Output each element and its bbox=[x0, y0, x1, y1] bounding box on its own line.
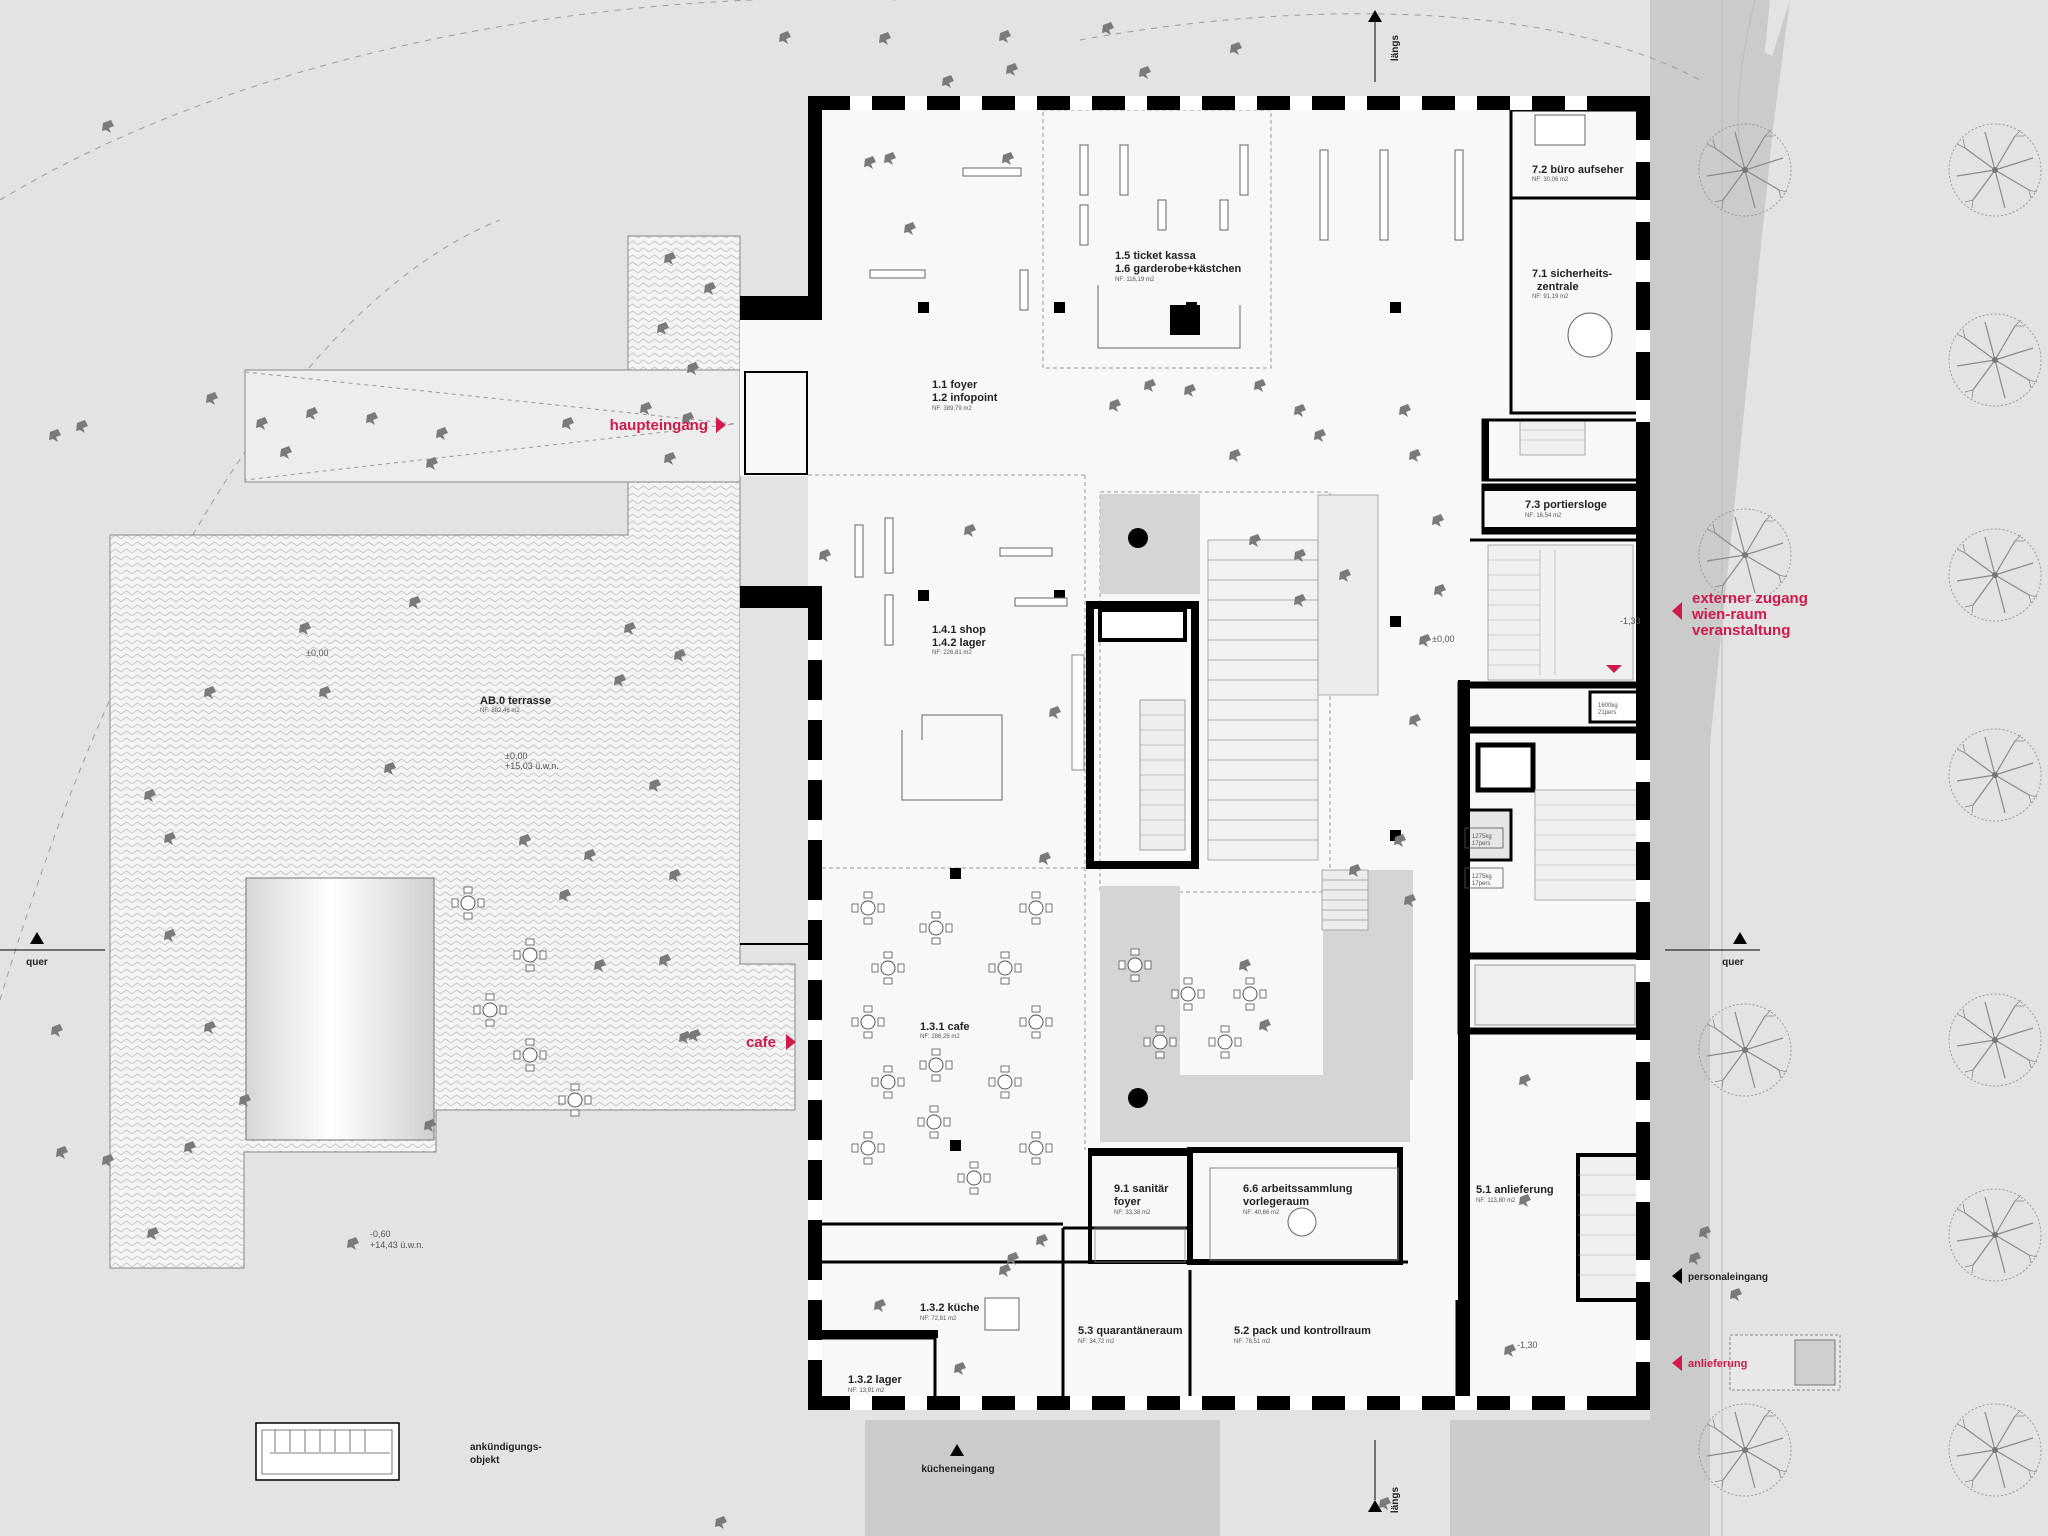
room-arbeitssammlung-label: 6.6 arbeitssammlung bbox=[1243, 1183, 1352, 1195]
area-label: NF: 30,06 m2 bbox=[1532, 177, 1569, 183]
ankuendigung-label-2: objekt bbox=[470, 1455, 500, 1466]
area-label: NF: 40,66 m2 bbox=[1243, 1210, 1280, 1216]
level-label: ±0,00 bbox=[505, 751, 527, 761]
level-label: ±0,00 bbox=[1432, 634, 1454, 644]
entrance-arrow-icon bbox=[716, 417, 1682, 1371]
entrance-wienraum-label: wien-raum bbox=[1691, 606, 1767, 623]
room-pack-label: 5.2 pack und kontrollraum bbox=[1234, 1325, 1371, 1337]
area-label: NF: 226,81 m2 bbox=[932, 650, 972, 656]
entrance-kueche-label: kücheneingang bbox=[921, 1464, 994, 1475]
area-label: NF: 286,26 m2 bbox=[920, 1034, 960, 1040]
level-label: +15,03 ü.w.n. bbox=[505, 761, 559, 771]
entrance-cafe-label: cafe bbox=[746, 1034, 776, 1051]
lift-label: 17pers bbox=[1472, 881, 1490, 887]
level-label: -1,30 bbox=[1517, 1340, 1538, 1350]
room-terrasse-label: AB.0 terrasse bbox=[480, 695, 551, 707]
section-marker-icon bbox=[0, 10, 1760, 1512]
section-laengs-top-label: längs bbox=[1390, 35, 1401, 62]
area-label: NF: 389,79 m2 bbox=[932, 406, 972, 412]
area-label: NF: 13,91 m2 bbox=[848, 1388, 885, 1394]
entrance-anlieferung-label: anlieferung bbox=[1688, 1358, 1747, 1370]
area-label: NF: 78,51 m2 bbox=[1234, 1339, 1271, 1345]
section-quer-right-label: quer bbox=[1722, 957, 1744, 968]
entrance-haupteingang-label: haupteingang bbox=[610, 417, 708, 434]
entrance-personal-label: personaleingang bbox=[1688, 1272, 1768, 1283]
room-buero-label: 7.2 büro aufseher bbox=[1532, 164, 1624, 176]
ankuendigung-label: ankündigungs- bbox=[470, 1442, 542, 1453]
area-label: NF: 91,19 m2 bbox=[1532, 294, 1569, 300]
lift-label: 1600kg bbox=[1598, 703, 1618, 709]
room-portier-label: 7.3 portiersloge bbox=[1525, 499, 1607, 511]
lift-label: 17pers bbox=[1472, 841, 1490, 847]
room-lager-label: 1.4.2 lager bbox=[932, 637, 987, 649]
area-label: NF: 113,80 m2 bbox=[1476, 1198, 1516, 1204]
level-label: -1,33 bbox=[1620, 616, 1641, 626]
room-cafe-label: 1.3.1 cafe bbox=[920, 1021, 970, 1033]
room-infopoint-label: 1.2 infopoint bbox=[932, 392, 998, 404]
area-label: NF: 72,81 m2 bbox=[920, 1316, 957, 1322]
room-zentrale-label: zentrale bbox=[1537, 281, 1579, 293]
lift-label: 1275kg bbox=[1472, 834, 1492, 840]
room-garderobe-label: 1.6 garderobe+kästchen bbox=[1115, 263, 1242, 275]
room-sanitaer-label: 9.1 sanitär bbox=[1114, 1183, 1169, 1195]
entrance-ramp bbox=[244, 369, 741, 483]
area-label: NF: 34,72 m2 bbox=[1078, 1339, 1115, 1345]
room-kueche-label: 1.3.2 küche bbox=[920, 1302, 979, 1314]
room-lager-kueche-label: 1.3.2 lager bbox=[848, 1374, 903, 1386]
entrance-veranstaltung-label: veranstaltung bbox=[1692, 622, 1790, 639]
level-label: ±0,00 bbox=[306, 648, 328, 658]
area-label: NF: 16,54 m2 bbox=[1525, 513, 1562, 519]
room-foyer-label: 1.1 foyer bbox=[932, 379, 978, 391]
section-quer-left-label: quer bbox=[26, 957, 48, 968]
level-label: -0,60 bbox=[370, 1229, 391, 1239]
area-label: NF: 33,38 m2 bbox=[1114, 1210, 1151, 1216]
stair-core bbox=[1100, 494, 1200, 594]
section-laengs-bottom-label: längs bbox=[1390, 1487, 1401, 1514]
room-anlieferung-label: 5.1 anlieferung bbox=[1476, 1184, 1554, 1196]
room-shop-label: 1.4.1 shop bbox=[932, 624, 986, 636]
room-sicherheit-label: 7.1 sicherheits- bbox=[1532, 268, 1612, 280]
area-label: NF: 882,46 m2 bbox=[480, 708, 520, 714]
room-sanitaer-foyer-label: foyer bbox=[1114, 1196, 1142, 1208]
terrace-void bbox=[245, 877, 435, 1141]
area-label: NF: 116,19 m2 bbox=[1115, 277, 1155, 283]
lift-label: 1275kg bbox=[1472, 874, 1492, 880]
room-quarantaene-label: 5.3 quarantäneraum bbox=[1078, 1325, 1183, 1337]
room-vorlegeraum-label: vorlegeraum bbox=[1243, 1196, 1309, 1208]
lift-label: 21pers bbox=[1598, 710, 1616, 716]
level-label: +14,43 ü.w.n. bbox=[370, 1240, 424, 1250]
entrance-extern-label: externer zugang bbox=[1692, 590, 1808, 607]
room-ticket-label: 1.5 ticket kassa bbox=[1115, 250, 1197, 262]
